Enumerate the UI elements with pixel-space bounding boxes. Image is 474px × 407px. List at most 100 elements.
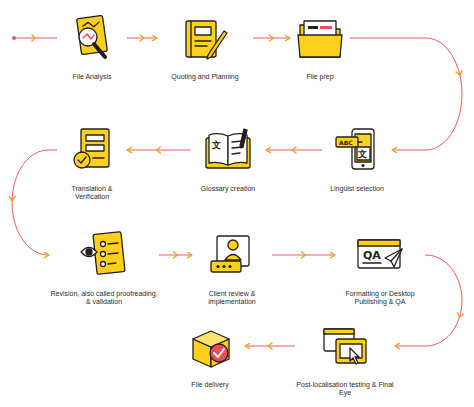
icon-part: [324, 329, 354, 334]
step-illustration: [295, 13, 345, 63]
icon-part: [362, 164, 365, 167]
step-label: File prep: [290, 73, 350, 81]
step-label: Glossary creation: [190, 185, 266, 193]
flow-connector: [266, 150, 322, 151]
flow-chevron: [9, 196, 15, 200]
flow-chevron: [140, 35, 144, 41]
flow-chevron: [32, 35, 35, 41]
icon-part: [358, 240, 400, 246]
step-illustration: [67, 13, 117, 63]
process-step: File delivery: [175, 321, 245, 389]
step-icon: [79, 230, 129, 280]
process-step: Revision, also called proofreading, & va…: [49, 230, 159, 307]
process-step: ABC 文 Linguist selection: [322, 125, 392, 193]
flow-chevron: [270, 35, 274, 41]
icon-part: [298, 35, 342, 57]
icon-part: [336, 339, 366, 363]
step-illustration: [67, 125, 117, 175]
icon-part: [108, 243, 118, 244]
step-label: Revision, also called proofreading, & va…: [49, 290, 159, 307]
flow-connector: [253, 38, 290, 39]
flow-connector: [245, 346, 295, 347]
flow-connector: [159, 255, 192, 256]
step-illustration: [185, 321, 235, 371]
icon-part: [336, 137, 358, 147]
step-label: Formatting or Desktop Publishing & QA: [335, 290, 425, 307]
step-illustration: [207, 230, 257, 280]
icon-part: [82, 21, 100, 28]
step-illustration: [203, 125, 253, 175]
icon-part: [207, 31, 227, 59]
step-label: File delivery: [175, 381, 245, 389]
flow-connector: [272, 255, 335, 256]
icon-part: [240, 129, 247, 148]
step-label: Client review & implementation: [192, 290, 272, 307]
icon-part: [74, 152, 90, 168]
icon-part: [385, 249, 402, 267]
icon-text: QA: [363, 250, 381, 261]
icon-part: [93, 157, 104, 158]
step-illustration: [320, 321, 370, 371]
lead-dot: [12, 36, 16, 40]
icon-part: [209, 134, 228, 165]
icon-part: [108, 253, 118, 254]
icon-part: [101, 252, 106, 257]
icon-part: [195, 45, 207, 46]
step-icon: [67, 13, 117, 63]
step-icon: [180, 13, 230, 63]
icon-part: [77, 15, 108, 54]
icon-part: [228, 240, 238, 250]
icon-part: [190, 21, 191, 57]
icon-part: [211, 261, 241, 272]
icon-part: [83, 34, 94, 39]
step-icon: [320, 321, 370, 371]
process-step: File Analysis: [57, 13, 127, 81]
icon-text: 文: [358, 150, 367, 159]
process-step: 文Glossary creation: [190, 125, 266, 193]
icon-part: [363, 262, 381, 263]
flow-chevron: [456, 71, 463, 76]
process-step: Translation & Verification: [57, 125, 127, 202]
icon-part: [93, 232, 125, 275]
icon-part: [108, 263, 116, 264]
icon-part: [357, 147, 370, 160]
process-step: File prep: [290, 13, 350, 81]
icon-part: [228, 265, 231, 268]
flow-chevron: [174, 252, 178, 258]
flow-chevron: [268, 343, 272, 349]
flow-chevron: [292, 147, 296, 153]
flow-connector: [127, 38, 157, 39]
icon-part: [81, 248, 97, 257]
step-icon: [207, 230, 257, 280]
step-label: Quoting and Planning: [157, 73, 253, 81]
flow-connector: [12, 150, 57, 255]
icon-text: ABC: [339, 140, 353, 146]
icon-part: [350, 348, 359, 364]
step-label: Linguist selection: [322, 185, 392, 193]
process-step: Quoting and Planning: [157, 13, 253, 81]
icon-part: [216, 265, 219, 268]
icon-part: [358, 141, 362, 142]
step-label: Translation & Verification: [57, 185, 127, 202]
step-icon: QA: [355, 230, 405, 280]
icon-part: [391, 249, 402, 261]
icon-part: [210, 344, 228, 362]
icon-part: [94, 44, 105, 57]
flow-chevron: [457, 313, 464, 318]
step-illustration: [79, 230, 129, 280]
step-illustration: [332, 125, 382, 175]
icon-part: [101, 262, 106, 267]
flow-chevron: [157, 147, 161, 153]
icon-part: [195, 40, 211, 41]
step-icon: [295, 13, 345, 63]
icon-part: [86, 249, 92, 255]
icon-part: [86, 145, 104, 151]
step-icon: ABC 文: [332, 125, 382, 175]
step-icon: [67, 125, 117, 175]
icon-part: [78, 157, 86, 163]
icon-part: [225, 255, 241, 261]
process-step: Post-localisation testing & Final Eye: [295, 321, 395, 398]
icon-part: [195, 27, 211, 35]
